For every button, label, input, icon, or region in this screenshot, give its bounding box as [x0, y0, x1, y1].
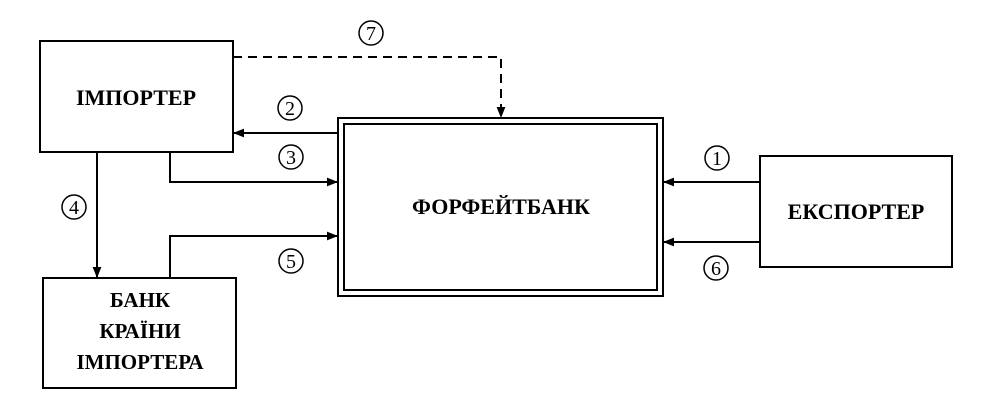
step-7-label: 7 [366, 23, 376, 45]
arrow-1: 1 [663, 145, 760, 187]
arrow-2: 2 [233, 95, 338, 138]
forfaitbank-box: ФОРФЕЙТБАНК [337, 117, 664, 297]
arrow-5: 5 [169, 231, 338, 278]
step-4-label: 4 [69, 197, 79, 219]
importer-bank-box: БАНК КРАЇНИ ІМПОРТЕРА [42, 277, 237, 389]
importer-bank-label-line1: БАНК [110, 288, 171, 312]
exporter-box: ЕКСПОРТЕР [759, 155, 953, 268]
step-1-label: 1 [712, 148, 722, 170]
importer-label: ІМПОРТЕР [76, 85, 196, 110]
arrow-4: 4 [61, 152, 102, 278]
importer-bank-label-line2: КРАЇНИ [99, 319, 180, 343]
step-3-label: 3 [286, 147, 296, 169]
forfaitbank-label: ФОРФЕЙТБАНК [412, 194, 590, 219]
step-6-label: 6 [711, 258, 721, 280]
exporter-label: ЕКСПОРТЕР [788, 199, 925, 224]
importer-bank-label-line3: ІМПОРТЕРА [76, 350, 204, 374]
arrow-3: 3 [169, 144, 338, 187]
arrow-7: 7 [233, 20, 506, 118]
importer-box: ІМПОРТЕР [39, 40, 234, 153]
step-5-label: 5 [286, 251, 296, 273]
arrow-6: 6 [663, 237, 760, 281]
step-2-label: 2 [285, 98, 295, 120]
